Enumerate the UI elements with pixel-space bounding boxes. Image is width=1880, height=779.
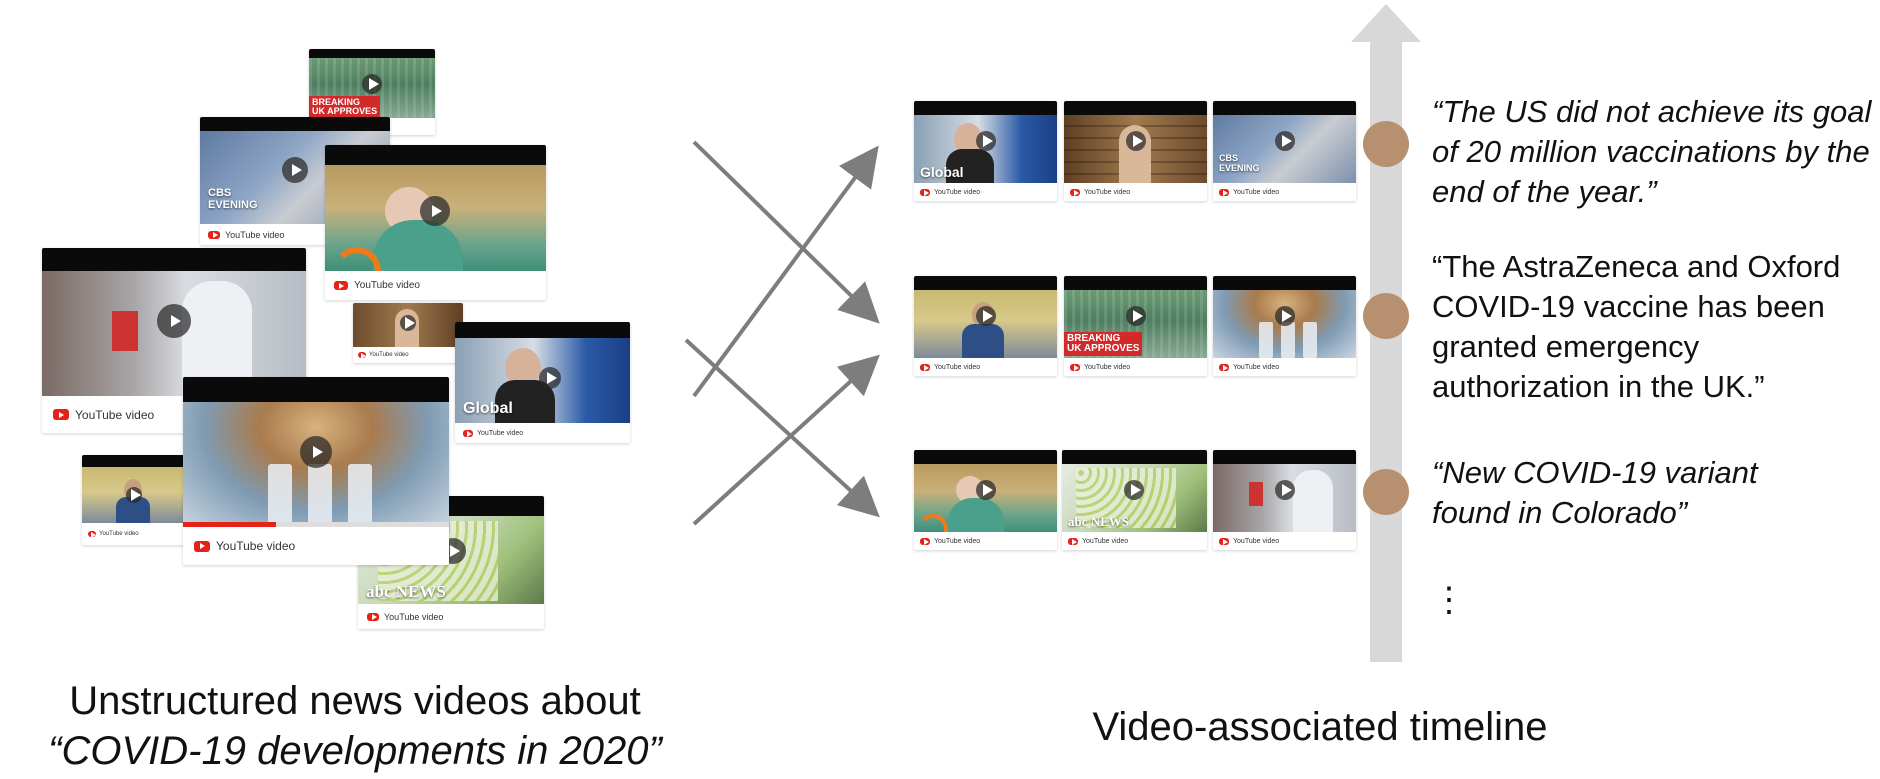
- play-icon[interactable]: [126, 487, 142, 503]
- timeline-event-3: “New COVID-19 variant found in Colorado”: [1432, 455, 1758, 530]
- cbs-logo-text: CBS EVENING: [208, 187, 258, 211]
- arrow-line: [692, 145, 879, 398]
- timeline-ellipsis: ⋮: [1432, 581, 1466, 619]
- video-card-newsroom-reporter[interactable]: YouTube video: [82, 455, 186, 545]
- uk-approves-text: UK APPROVES: [1067, 343, 1140, 354]
- youtube-video-label: YouTube video: [1233, 363, 1280, 371]
- breaking-text: BREAKING: [312, 97, 361, 107]
- uk-approves-text: UK APPROVES: [312, 106, 378, 116]
- youtube-logo-icon: [367, 612, 379, 621]
- play-icon[interactable]: [1275, 306, 1295, 326]
- video-card-breaking-uk-approves[interactable]: BREAKING UK APPROVES YouTube video: [309, 49, 435, 135]
- youtube-video-label: YouTube video: [225, 229, 285, 240]
- arrow-line: [692, 140, 880, 324]
- grid-video-vials[interactable]: YouTube video: [1213, 276, 1356, 376]
- play-icon[interactable]: [1275, 131, 1295, 151]
- timeline-dot: [1363, 469, 1409, 515]
- youtube-video-label: YouTube video: [354, 280, 420, 291]
- youtube-logo-icon: [1219, 537, 1229, 546]
- abc-news-logo-text: abc NEWS: [366, 582, 446, 601]
- youtube-video-label: YouTube video: [934, 363, 981, 371]
- grid-video-breaking[interactable]: BREAKING UK APPROVES YouTube video: [1064, 276, 1207, 376]
- youtube-logo-icon: [1219, 363, 1229, 372]
- play-icon[interactable]: [1126, 306, 1146, 326]
- youtube-logo-icon: [1068, 537, 1078, 546]
- video-progress-bar[interactable]: [183, 522, 277, 527]
- youtube-logo-icon: [920, 363, 930, 372]
- youtube-logo-icon: [1070, 188, 1080, 197]
- cbs-logo-text: CBS EVENING: [1219, 153, 1260, 173]
- youtube-logo-icon: [208, 230, 220, 239]
- youtube-video-label: YouTube video: [1084, 363, 1131, 371]
- timeline-event-1: “The US did not achieve its goal of 20 m…: [1432, 94, 1872, 209]
- grid-video-lab-worker[interactable]: YouTube video: [1213, 450, 1356, 550]
- grid-video-global[interactable]: Global YouTube video: [914, 101, 1057, 201]
- youtube-logo-icon: [88, 531, 97, 539]
- youtube-video-label: YouTube video: [99, 531, 139, 537]
- youtube-video-label: YouTube video: [216, 539, 296, 553]
- youtube-logo-icon: [53, 409, 69, 420]
- youtube-video-label: YouTube video: [369, 352, 409, 358]
- timeline-dot: [1363, 121, 1409, 167]
- grid-video-newsroom[interactable]: YouTube video: [914, 276, 1057, 376]
- play-icon[interactable]: [1275, 480, 1295, 500]
- youtube-video-label: YouTube video: [477, 429, 524, 437]
- play-icon[interactable]: [157, 304, 191, 338]
- youtube-video-label: YouTube video: [934, 537, 981, 545]
- play-icon[interactable]: [282, 157, 308, 183]
- play-icon[interactable]: [976, 480, 996, 500]
- breaking-text: BREAKING: [1067, 333, 1121, 344]
- youtube-video-label: YouTube video: [384, 611, 444, 622]
- timeline-arrowhead: [1351, 4, 1421, 42]
- breaking-banner: BREAKING UK APPROVES: [309, 96, 381, 118]
- timeline-bar: [1370, 38, 1402, 662]
- video-card-vaccine-vials[interactable]: YouTube video: [183, 377, 449, 565]
- youtube-video-label: YouTube video: [934, 188, 981, 196]
- arrow-line: [692, 354, 880, 526]
- play-icon[interactable]: [420, 196, 450, 226]
- video-card-library-interview[interactable]: YouTube video: [353, 303, 463, 363]
- right-caption: Video-associated timeline: [1092, 705, 1548, 749]
- youtube-video-label: YouTube video: [1082, 537, 1129, 545]
- youtube-video-label: YouTube video: [1233, 188, 1280, 196]
- grid-video-cbs[interactable]: CBS EVENING YouTube video: [1213, 101, 1356, 201]
- play-icon[interactable]: [400, 315, 416, 331]
- timeline-dot: [1363, 293, 1409, 339]
- global-logo-text: Global: [463, 400, 513, 417]
- grid-video-nurse[interactable]: YouTube video: [914, 450, 1057, 550]
- left-caption: Unstructured news videos about “COVID-19…: [0, 676, 710, 776]
- youtube-logo-icon: [1070, 363, 1080, 372]
- youtube-logo-icon: [463, 429, 473, 438]
- youtube-video-label: YouTube video: [1233, 537, 1280, 545]
- left-caption-line-2: “COVID-19 developments in 2020”: [48, 729, 662, 773]
- video-card-global-vaccination[interactable]: Global YouTube video: [455, 322, 630, 443]
- youtube-logo-icon: [358, 352, 367, 360]
- breaking-banner: BREAKING UK APPROVES: [1064, 332, 1143, 356]
- grid-video-library[interactable]: YouTube video: [1064, 101, 1207, 201]
- play-icon[interactable]: [1126, 131, 1146, 151]
- global-logo-text: Global: [920, 164, 964, 180]
- abc-news-logo-text: abc NEWS: [1068, 514, 1130, 529]
- youtube-video-label: YouTube video: [75, 407, 155, 422]
- play-icon[interactable]: [976, 306, 996, 326]
- arrow-line: [684, 338, 880, 518]
- youtube-logo-icon: [334, 281, 348, 290]
- play-icon[interactable]: [976, 131, 996, 151]
- youtube-logo-icon: [920, 537, 930, 546]
- youtube-video-label: YouTube video: [1084, 188, 1131, 196]
- play-icon[interactable]: [1124, 480, 1144, 500]
- youtube-logo-icon: [194, 540, 210, 552]
- video-card-nurse-vaccine-prep[interactable]: YouTube video: [325, 145, 546, 300]
- grid-video-abc-news[interactable]: abc NEWS YouTube video: [1062, 450, 1207, 550]
- left-caption-line-1: Unstructured news videos about: [69, 679, 641, 723]
- play-icon[interactable]: [362, 74, 382, 94]
- play-icon[interactable]: [300, 436, 332, 468]
- youtube-logo-icon: [1219, 188, 1229, 197]
- youtube-logo-icon: [920, 188, 930, 197]
- play-icon[interactable]: [539, 367, 561, 389]
- timeline-event-2: “The AstraZeneca and Oxford COVID-19 vac…: [1432, 249, 1841, 404]
